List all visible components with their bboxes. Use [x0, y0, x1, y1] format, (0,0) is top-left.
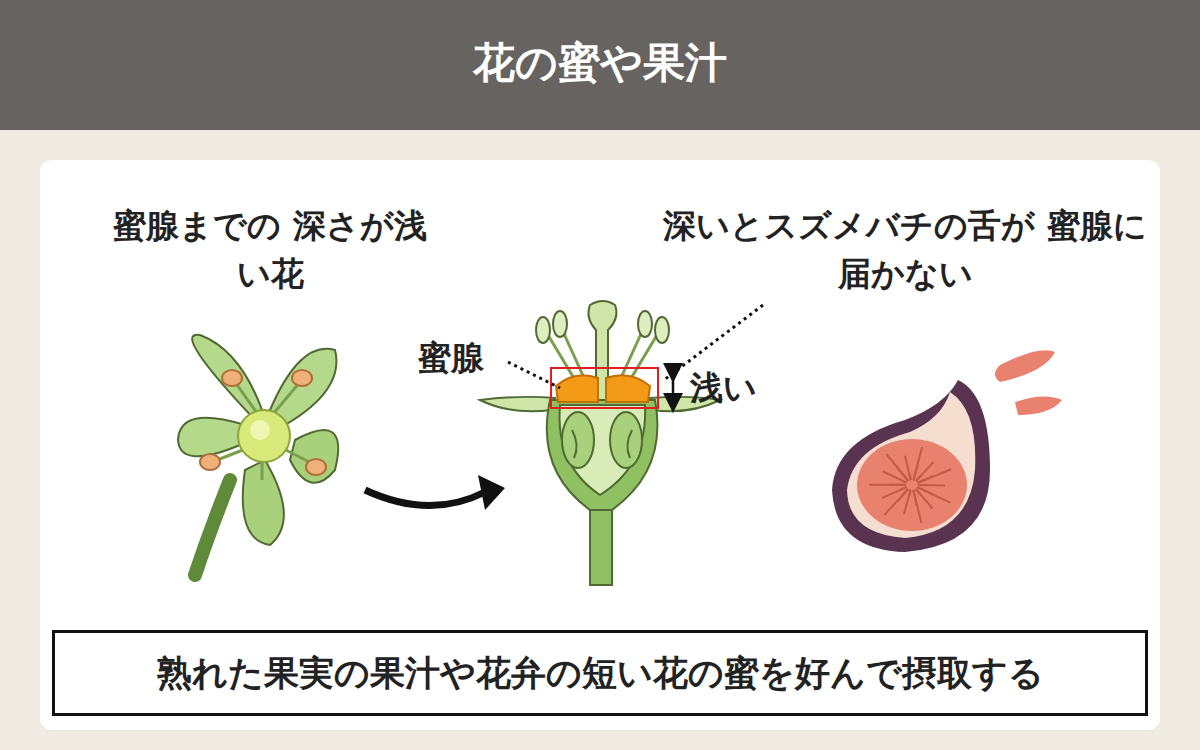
depth-arrow — [672, 373, 675, 403]
fig-seed — [886, 454, 908, 481]
fig-seed — [889, 483, 906, 485]
fig-seed — [918, 484, 945, 486]
fig-seed — [884, 489, 908, 515]
fig-seed — [917, 469, 951, 483]
fig-seed — [900, 487, 907, 490]
label-text: 深いとスズメバチの舌が 蜜腺に届かない — [660, 202, 1150, 298]
fig-seed — [869, 484, 906, 486]
fig-seed — [917, 487, 950, 502]
fig-seed — [916, 489, 933, 509]
label-text: 浅い — [690, 368, 757, 408]
leader-line — [508, 362, 560, 388]
flower-cross-section — [480, 301, 720, 585]
label-text: 蜜腺 — [418, 338, 484, 378]
label-text: 蜜腺までの 深さが浅い花 — [110, 202, 430, 298]
fig-seed — [914, 465, 918, 480]
fig-seed — [916, 489, 920, 495]
box-text: 熟れた果実の果汁や花弁の短い花の蜜を好んで摂取する — [157, 650, 1044, 696]
fig-seed — [913, 490, 921, 523]
fig-illustration — [832, 350, 1062, 552]
summary-box: 熟れた果実の果汁や花弁の短い花の蜜を好んで摂取する — [52, 630, 1148, 716]
curved-arrow — [365, 490, 485, 506]
fig-seed — [913, 490, 916, 506]
flower-illustration — [178, 335, 338, 575]
fig-seed — [909, 473, 910, 480]
title-text: 花の蜜や果汁 — [0, 30, 1200, 96]
fig-seed — [882, 487, 906, 498]
arrow-head — [478, 475, 505, 510]
